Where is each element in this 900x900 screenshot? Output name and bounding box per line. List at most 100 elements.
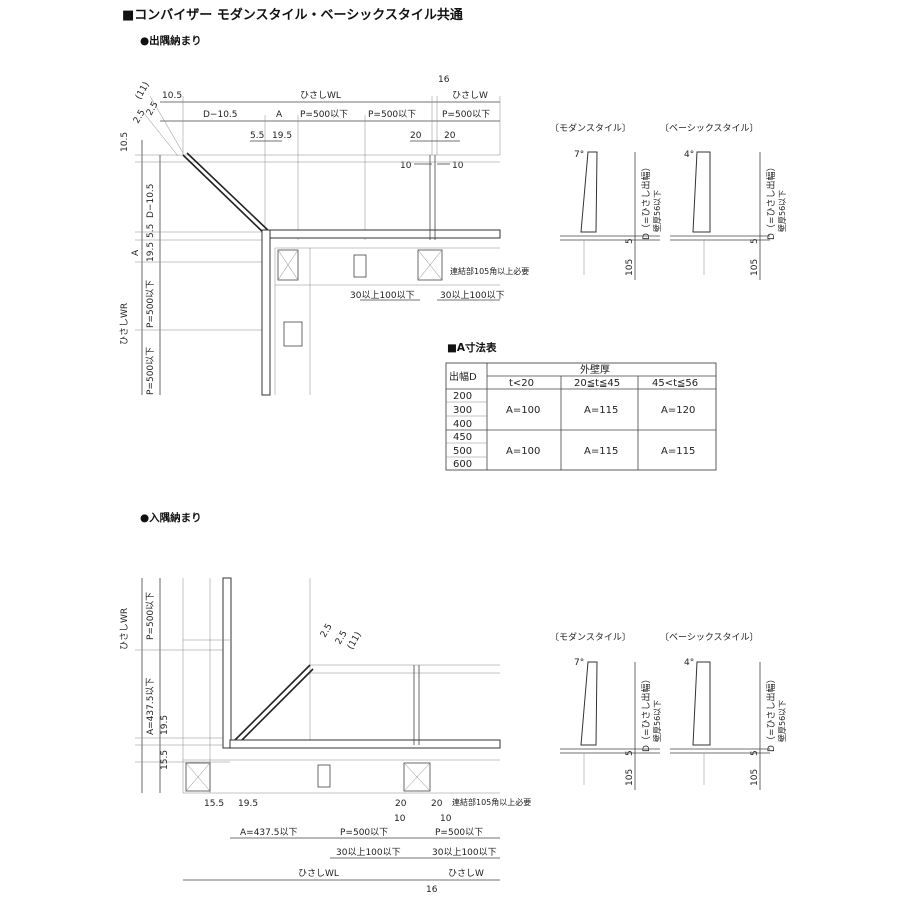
a-table-title: ■A寸法表 — [447, 341, 497, 354]
one05-modern-top: 105 — [625, 259, 635, 276]
in-dim-16: 16 — [426, 885, 438, 895]
five-modern-bottom: 5 — [625, 750, 635, 756]
in-dim-p-b2: P=500以下 — [435, 828, 483, 838]
sub-col-1: t<20 — [509, 378, 534, 389]
dim-w: ひさしW — [452, 90, 488, 101]
in-dim-19-5: 19.5 — [238, 799, 258, 809]
g1-v1: A=100 — [506, 405, 540, 416]
five-modern-top: 5 — [625, 238, 635, 244]
one05-modern-bottom: 105 — [625, 769, 635, 786]
dim-20-left: 20 — [410, 131, 422, 141]
out-corner-heading: ●出隅納まり — [140, 34, 202, 47]
one05-basic-top: 105 — [750, 259, 760, 276]
in-dim-15-5-left: 15.5 — [160, 750, 170, 770]
g2-v3: A=115 — [661, 446, 695, 457]
range-1: 30以上100以下 — [350, 290, 415, 301]
dim-left-p2: P=500以下 — [146, 347, 156, 395]
dim-left-5-5: 5.5 — [146, 224, 156, 238]
in-dim-20b: 20 — [431, 799, 443, 809]
basic-label-bottom: 〔ベーシックスタイル〕 — [660, 632, 759, 643]
dim-wl: ひさしWL — [300, 90, 341, 101]
in-dim-10b: 10 — [440, 814, 452, 824]
in-corner-heading: ●入隅納まり — [140, 511, 202, 524]
in-range-1: 30以上100以下 — [336, 847, 401, 858]
in-dim-15-5: 15.5 — [204, 799, 224, 809]
depth-450: 450 — [453, 432, 472, 443]
styles-bottom: 〔モダンスタイル〕 〔ベーシックスタイル〕 7° 4° D（=ひさし出幅） 壁厚… — [550, 631, 787, 790]
depth-200: 200 — [453, 391, 472, 402]
five-basic-top: 5 — [750, 238, 760, 244]
modern-label-bottom: 〔モダンスタイル〕 — [550, 631, 631, 643]
dim-10-right: 10 — [452, 161, 464, 171]
modern-label-top: 〔モダンスタイル〕 — [550, 122, 631, 134]
dim-d-minus: D−10.5 — [203, 110, 238, 120]
dim-left-p1: P=500以下 — [146, 280, 156, 328]
col-depth: 出幅D — [449, 370, 477, 383]
in-range-2: 30以上100以下 — [432, 847, 497, 858]
modern-angle-bottom: 7° — [574, 658, 584, 668]
styles-top: 〔モダンスタイル〕 〔ベーシックスタイル〕 7° 4° D（=ひさし出幅） 壁厚… — [550, 122, 787, 280]
dim-19-5: 19.5 — [272, 131, 292, 141]
dim-left-19-5: 19.5 — [146, 242, 156, 262]
depth-300: 300 — [453, 405, 472, 416]
d-label-basic-top: D（=ひさし出幅） — [765, 163, 777, 240]
in-dim-19-5-left: 19.5 — [160, 715, 170, 735]
g1-v3: A=120 — [661, 405, 695, 416]
wall-label-modern-bottom: 壁厚56以下 — [652, 700, 662, 742]
in-corner-drawing: ●入隅納まり ひさしWR P=500以下 A=437.5以下 19.5 15.5 — [119, 511, 531, 895]
in-dim-10a: 10 — [394, 814, 406, 824]
basic-angle-top: 4° — [684, 150, 694, 160]
dim-11: (11) — [134, 80, 152, 101]
wall-label-basic-bottom: 壁厚56以下 — [777, 700, 787, 742]
g2-v1: A=100 — [506, 446, 540, 457]
modern-angle-top: 7° — [574, 150, 584, 160]
dim-p2: P=500以下 — [368, 110, 416, 120]
sub-col-3: 45<t≦56 — [652, 378, 698, 389]
in-dim-a-left: A=437.5以下 — [146, 678, 156, 735]
five-basic-bottom: 5 — [750, 750, 760, 756]
in-dim-wr: ひさしWR — [119, 608, 130, 650]
dim-left-wr: ひさしWR — [119, 303, 130, 345]
in-dim-p-left: P=500以下 — [146, 592, 156, 640]
in-dim-a-bottom: A=437.5以下 — [240, 828, 297, 838]
one05-basic-bottom: 105 — [750, 769, 760, 786]
d-label-basic-bottom: D（=ひさし出幅） — [765, 675, 777, 752]
depth-400: 400 — [453, 419, 472, 430]
dim-10-left: 10 — [400, 161, 412, 171]
depth-600: 600 — [453, 459, 472, 470]
dim-p1: P=500以下 — [300, 110, 348, 120]
dim-a: A — [276, 110, 283, 120]
page-title: ■コンバイザー モダンスタイル・ベーシックスタイル共通 — [122, 7, 463, 23]
dim-p3: P=500以下 — [442, 110, 490, 120]
in-dim-2-5a: 2.5 — [319, 622, 335, 639]
in-note-joint: 連結部105角以上必要 — [452, 797, 531, 807]
dim-left-d-minus: D−10.5 — [146, 183, 156, 218]
dim-left-a: A — [131, 249, 141, 256]
wall-label-basic-top: 壁厚56以下 — [777, 190, 787, 232]
basic-angle-bottom: 4° — [684, 658, 694, 668]
dim-top-10-5: 10.5 — [162, 91, 182, 101]
range-2: 30以上100以下 — [440, 290, 505, 301]
col-wall: 外壁厚 — [580, 363, 610, 376]
out-corner-drawing: ●出隅納まり 10.5 ひさしWL ひさしW 16 D−10.5 A P=500… — [119, 34, 529, 396]
g1-v2: A=115 — [584, 405, 618, 416]
sub-col-2: 20≦t≦45 — [574, 378, 620, 389]
dim-16: 16 — [438, 75, 450, 85]
d-label-modern-top: D（=ひさし出幅） — [640, 163, 652, 240]
a-dimension-table: ■A寸法表 出幅D 外壁厚 t<20 20≦t≦45 45<t≦56 200 3… — [445, 341, 717, 471]
basic-label-top: 〔ベーシックスタイル〕 — [660, 123, 759, 134]
note-joint: 連結部105角以上必要 — [450, 266, 529, 276]
dim-left-10-5: 10.5 — [120, 132, 130, 152]
depth-500: 500 — [453, 446, 472, 457]
in-dim-p-b1: P=500以下 — [340, 828, 388, 838]
dim-5-5: 5.5 — [250, 131, 264, 141]
in-dim-wl: ひさしWL — [298, 868, 339, 879]
dim-20-right: 20 — [444, 131, 456, 141]
dim-2-5a: 2.5 — [145, 100, 161, 117]
g2-v2: A=115 — [584, 446, 618, 457]
in-dim-20a: 20 — [395, 799, 407, 809]
in-dim-w: ひさしW — [448, 868, 484, 879]
wall-label-modern-top: 壁厚56以下 — [652, 190, 662, 232]
d-label-modern-bottom: D（=ひさし出幅） — [640, 675, 652, 752]
